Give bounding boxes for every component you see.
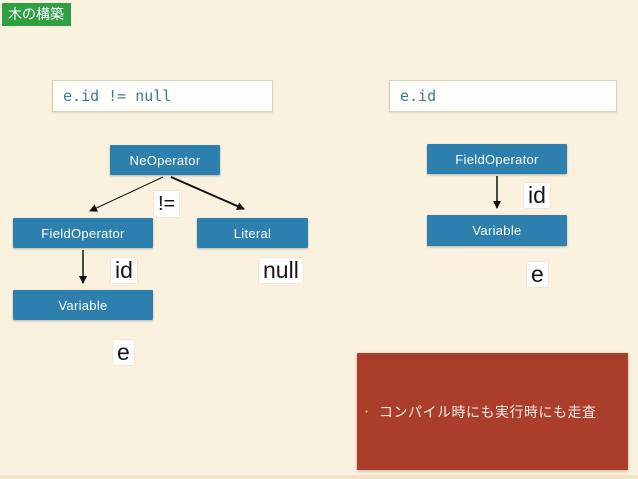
node-fieldoperator-right: FieldOperator: [427, 144, 567, 174]
value-label-null: null: [259, 258, 303, 283]
node-variable-left: Variable: [13, 290, 153, 320]
node-neoperator: NeOperator: [110, 145, 220, 175]
code-expression-right: e.id: [389, 80, 617, 112]
value-label-e-left: e: [113, 340, 134, 365]
edge-label-neq: !=: [154, 191, 180, 217]
callout-text: コンパイル時にも実行時にも走査: [379, 403, 597, 420]
callout-box: ・ コンパイル時にも実行時にも走査: [357, 353, 628, 470]
node-fieldoperator-left: FieldOperator: [13, 218, 153, 248]
edge-neoperator-to-literal: [170, 176, 245, 210]
node-variable-right: Variable: [427, 215, 567, 246]
edge-label-id-right: id: [524, 183, 550, 208]
value-label-e-right: e: [527, 262, 548, 287]
code-expression-left: e.id != null: [52, 80, 273, 112]
node-literal: Literal: [197, 218, 308, 248]
slide-title-badge: 木の構築: [2, 3, 71, 26]
edge-label-id-left: id: [111, 258, 137, 283]
edge-neoperator-to-fieldoperator: [89, 176, 164, 212]
callout-bullet: ・: [362, 407, 372, 417]
